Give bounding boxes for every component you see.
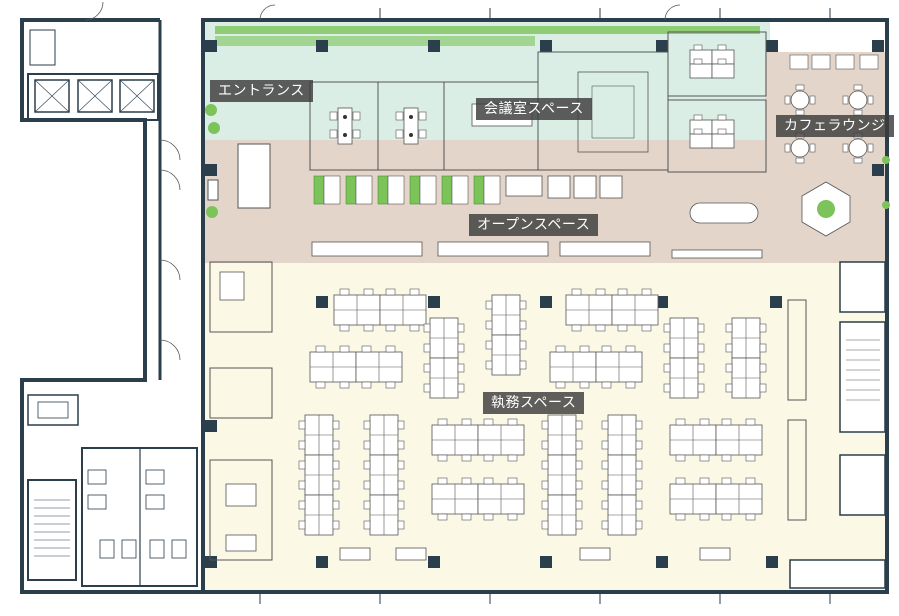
right-rooms bbox=[789, 261, 886, 589]
elevator-rooms bbox=[29, 29, 155, 113]
top-planters bbox=[215, 26, 760, 46]
window-marks bbox=[259, 8, 831, 604]
zone-label-office: 執務スペース bbox=[483, 392, 585, 414]
zone-label-cafe: カフェラウンジ bbox=[776, 115, 894, 137]
open-booths bbox=[313, 175, 623, 205]
service-core bbox=[27, 394, 198, 587]
left-office-rooms bbox=[209, 261, 273, 561]
zone-label-open: オープンスペース bbox=[469, 214, 599, 236]
entrance-plants bbox=[205, 104, 220, 218]
zone-label-meeting: 会議室スペース bbox=[476, 98, 592, 120]
right-storage bbox=[787, 299, 807, 521]
corridor-doors bbox=[84, 1, 681, 361]
counter-benches bbox=[311, 241, 763, 259]
office-desks bbox=[298, 288, 767, 561]
left-room-furniture bbox=[219, 271, 257, 552]
zone-label-entrance: エントランス bbox=[210, 80, 313, 102]
cafe-furniture bbox=[784, 54, 890, 237]
right-stairs bbox=[846, 339, 880, 401]
walls bbox=[20, 18, 889, 594]
cafe-counter bbox=[689, 202, 759, 224]
reception bbox=[207, 143, 271, 209]
columns bbox=[205, 40, 884, 568]
